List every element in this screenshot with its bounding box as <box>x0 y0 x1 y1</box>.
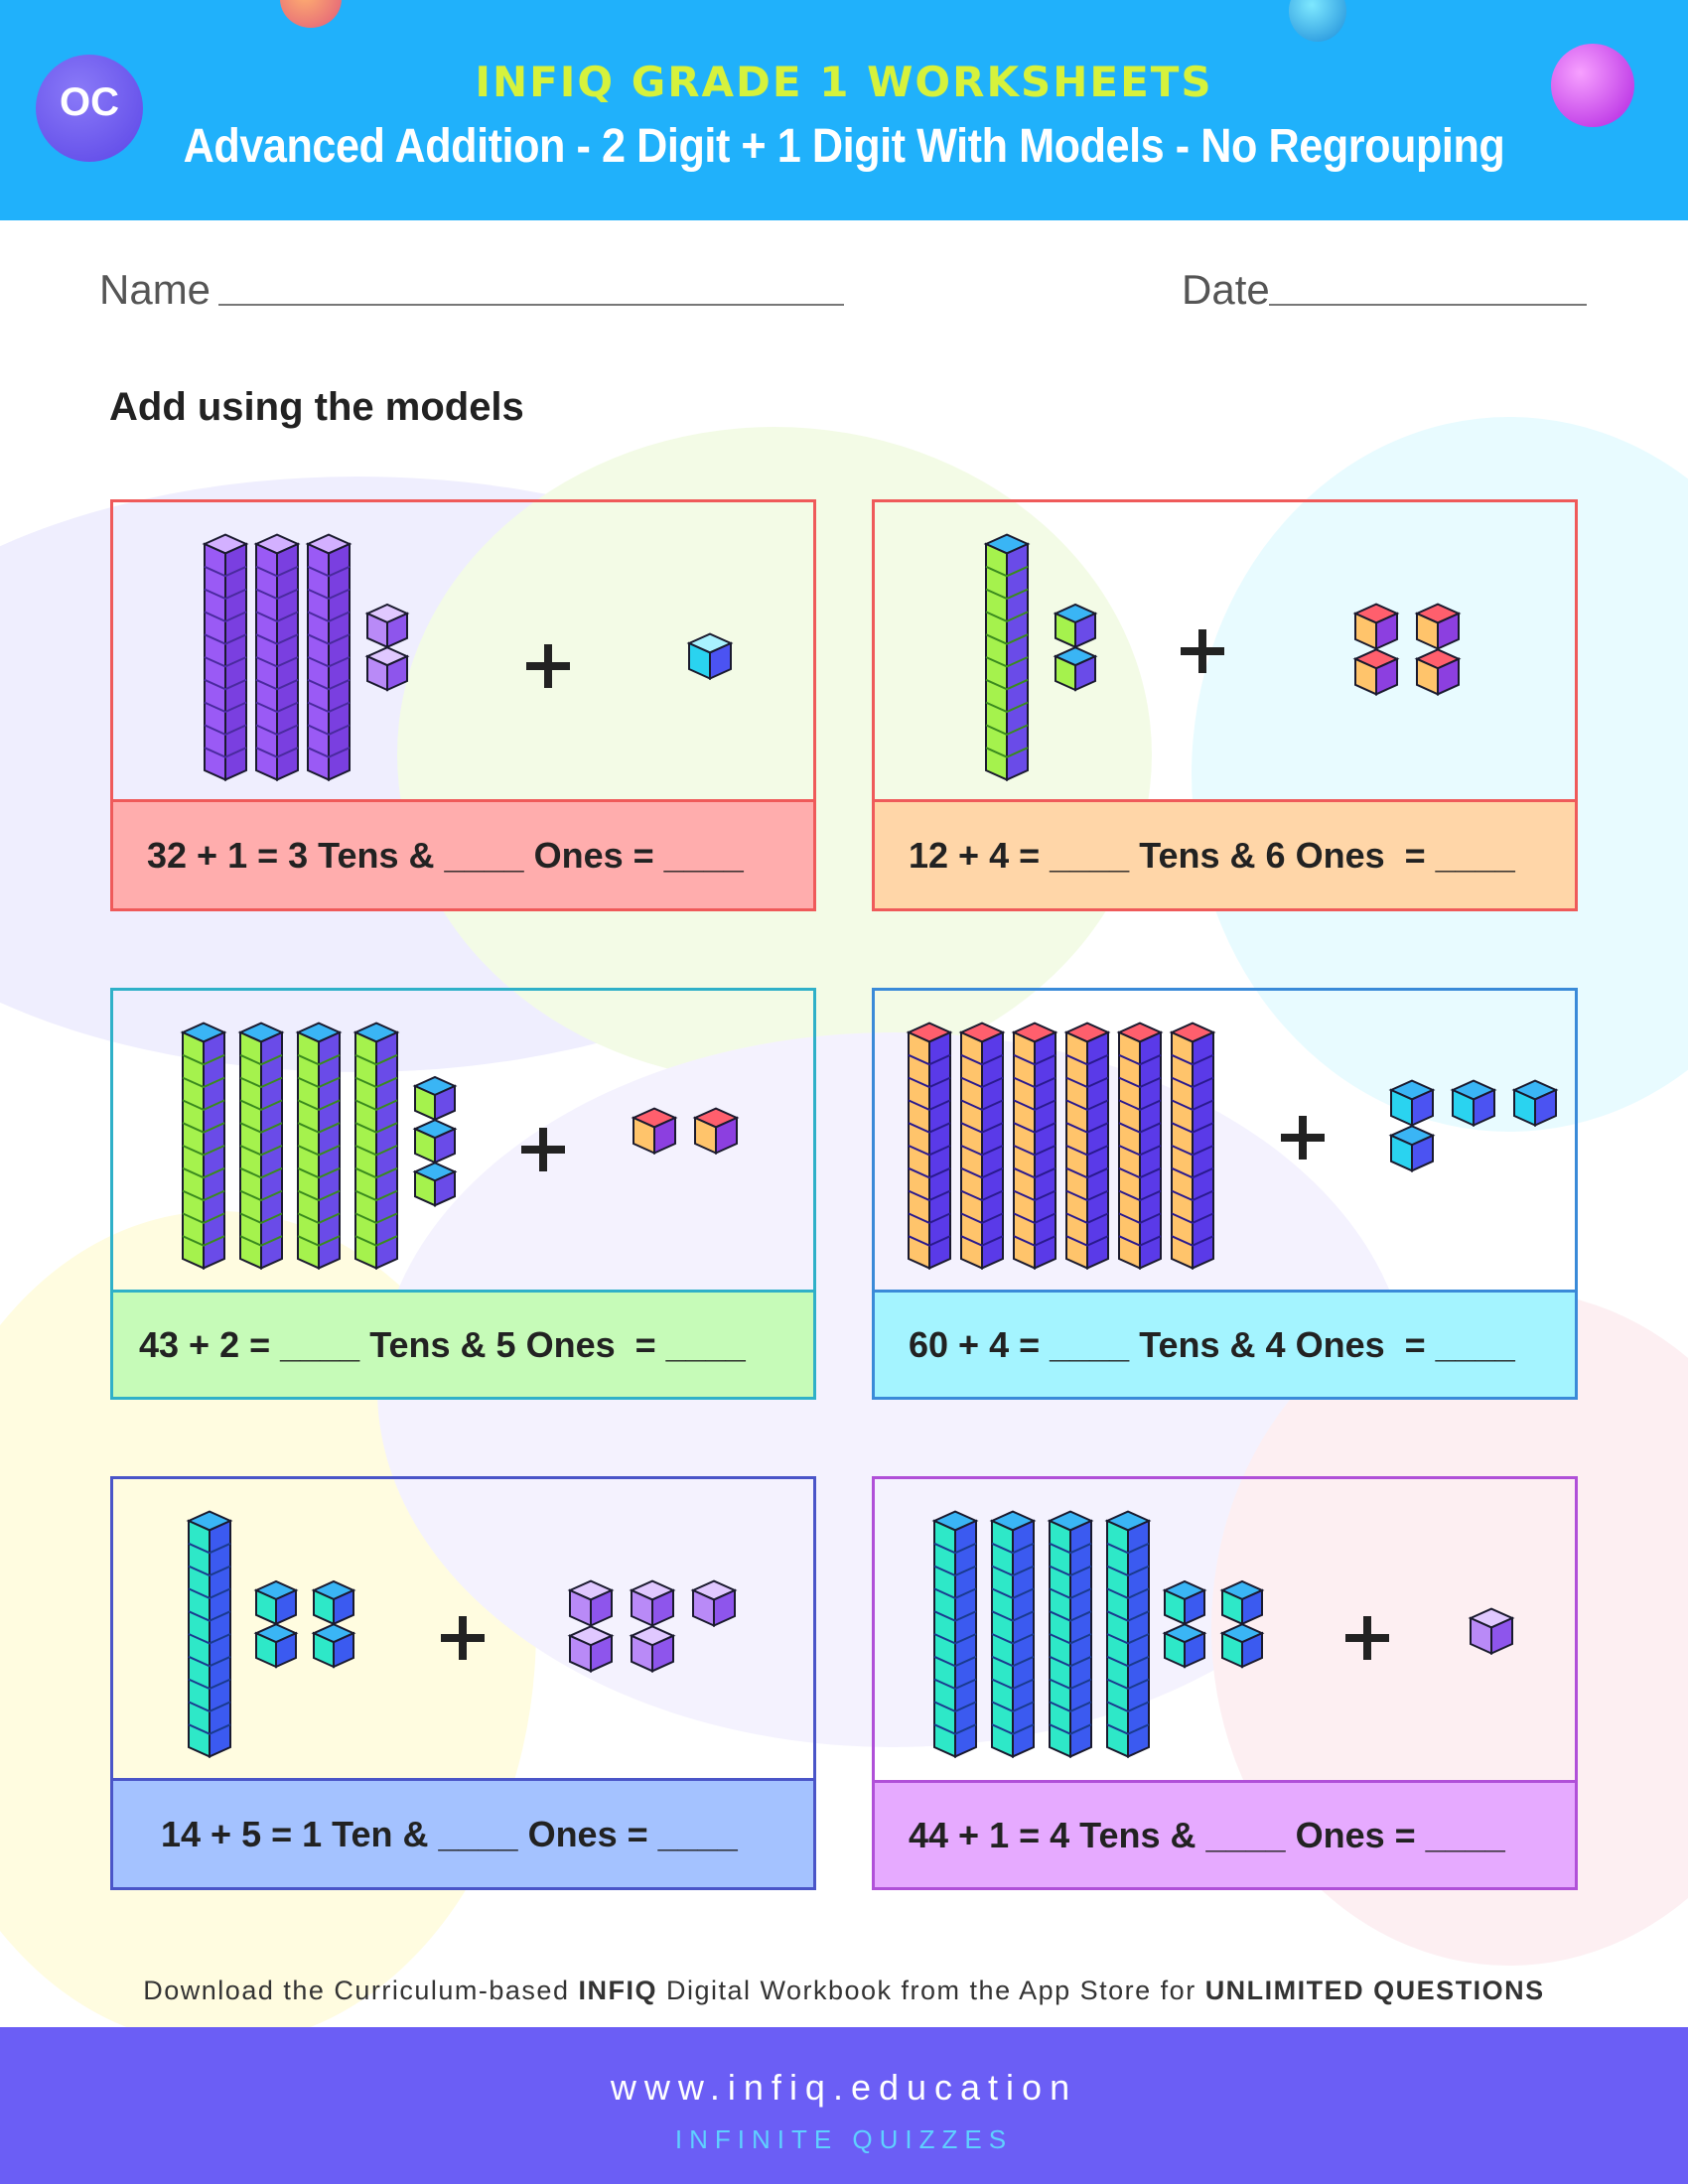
worksheet-series: INFIQ GRADE 1 WORKSHEETS <box>475 58 1213 106</box>
promo-emphasis: UNLIMITED QUESTIONS <box>1204 1976 1545 2005</box>
base-ten-model <box>202 533 734 781</box>
date-field[interactable] <box>1269 304 1587 306</box>
decorative-sphere <box>1289 0 1346 42</box>
equation-row[interactable]: 60 + 4 = ____ Tens & 4 Ones = ____ <box>875 1290 1575 1397</box>
footer-banner: www.infiq.education INFINITE QUIZZES <box>0 2027 1688 2184</box>
infiq-logo: OC <box>36 55 143 162</box>
promo-prefix: Download the Curriculum-based <box>143 1976 579 2005</box>
equation-row[interactable]: 44 + 1 = 4 Tens & ____ Ones = ____ <box>875 1780 1575 1887</box>
base-ten-model <box>931 1510 1515 1758</box>
base-ten-model <box>906 1022 1559 1270</box>
base-ten-model <box>186 1510 738 1758</box>
equation-row[interactable]: 14 + 5 = 1 Ten & ____ Ones = ____ <box>113 1778 813 1887</box>
problem-card-4: 60 + 4 = ____ Tens & 4 Ones = ____ <box>872 988 1578 1400</box>
problem-card-6: 44 + 1 = 4 Tens & ____ Ones = ____ <box>872 1476 1578 1890</box>
equation-row[interactable]: 43 + 2 = ____ Tens & 5 Ones = ____ <box>113 1290 813 1397</box>
problem-card-2: 12 + 4 = ____ Tens & 6 Ones = ____ <box>872 499 1578 911</box>
promo-text: Download the Curriculum-based INFIQ Digi… <box>0 1976 1688 2006</box>
page-title: Advanced Addition - 2 Digit + 1 Digit Wi… <box>183 120 1505 173</box>
name-field[interactable] <box>218 304 844 306</box>
date-label: Date <box>1182 266 1270 313</box>
name-label: Name <box>99 266 211 313</box>
problem-card-1: 32 + 1 = 3 Tens & ____ Ones = ____ <box>110 499 816 911</box>
header-banner: OC INFIQ GRADE 1 WORKSHEETS Advanced Add… <box>0 0 1688 220</box>
logo-text: OC <box>60 80 119 124</box>
decorative-sphere <box>1551 44 1634 127</box>
problem-card-5: 14 + 5 = 1 Ten & ____ Ones = ____ <box>110 1476 816 1890</box>
base-ten-model <box>180 1022 740 1270</box>
promo-brand: INFIQ <box>578 1976 657 2005</box>
equation-row[interactable]: 32 + 1 = 3 Tens & ____ Ones = ____ <box>113 799 813 908</box>
promo-middle: Digital Workbook from the App Store for <box>656 1976 1205 2005</box>
website-link[interactable]: www.infiq.education <box>610 2067 1078 2108</box>
problem-card-3: 43 + 2 = ____ Tens & 5 Ones = ____ <box>110 988 816 1400</box>
equation-row[interactable]: 12 + 4 = ____ Tens & 6 Ones = ____ <box>875 799 1575 908</box>
decorative-sphere <box>280 0 342 28</box>
instruction: Add using the models <box>109 385 524 429</box>
base-ten-model <box>983 533 1462 781</box>
tagline: INFINITE QUIZZES <box>674 2124 1014 2154</box>
